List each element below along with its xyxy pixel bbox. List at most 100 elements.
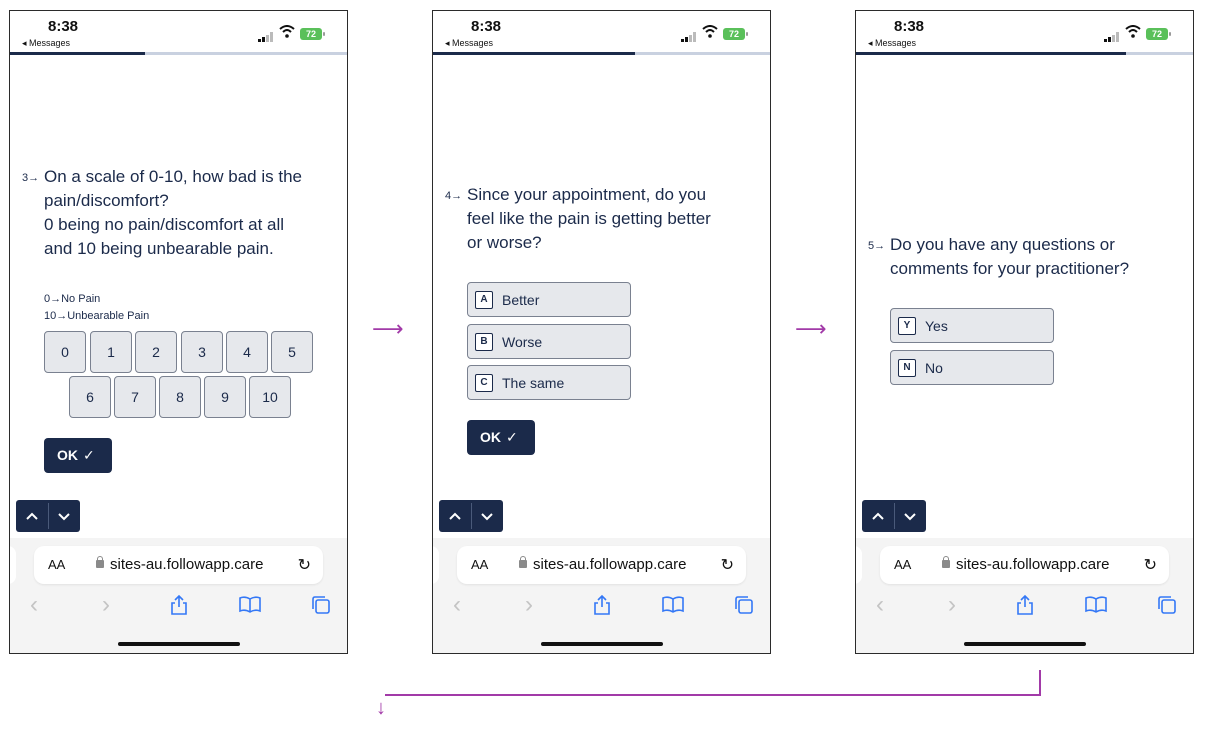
back-icon[interactable]: ‹ (453, 591, 461, 618)
phone-screen-question-3: 8:38 ◂ Messages 72 3→ On a scale of 0-10… (9, 10, 348, 654)
back-to-messages-link[interactable]: ◂ Messages (22, 38, 71, 48)
phone-screen-question-4: 8:38 ◂ Messages 72 4→ Since your appoint… (432, 10, 771, 654)
question-nav (439, 500, 503, 532)
choice-option-better[interactable]: A Better (467, 282, 631, 317)
choice-label: Better (502, 292, 540, 308)
question-nav (16, 500, 80, 532)
ok-button[interactable]: OK✓ (467, 420, 535, 455)
chevron-up-icon[interactable] (862, 500, 894, 532)
progress-fill (856, 52, 1126, 55)
chevron-up-icon[interactable] (16, 500, 48, 532)
legend-min: 0→No Pain (44, 293, 101, 305)
bookmarks-icon[interactable] (661, 594, 685, 614)
bookmarks-icon[interactable] (1084, 594, 1108, 614)
previous-tab-edge[interactable] (433, 546, 439, 584)
scale-option-4[interactable]: 4 (226, 331, 268, 373)
scale-option-5[interactable]: 5 (271, 331, 313, 373)
reader-aa-button[interactable]: AA (471, 557, 489, 572)
tabs-icon[interactable] (733, 594, 755, 616)
progress-bar (10, 52, 347, 55)
question-number: 4→ (445, 190, 463, 202)
status-bar: 8:38 ◂ Messages 72 (433, 11, 770, 52)
chevron-up-icon[interactable] (439, 500, 471, 532)
progress-bar (433, 52, 770, 55)
share-icon[interactable] (1015, 594, 1035, 616)
choice-key: A (475, 291, 493, 309)
flow-arrow-down-icon: ↓ (376, 697, 386, 719)
reload-icon[interactable]: ↻ (297, 557, 311, 574)
scale-option-6[interactable]: 6 (69, 376, 111, 418)
chevron-down-icon[interactable] (48, 500, 80, 532)
scale-option-0[interactable]: 0 (44, 331, 86, 373)
choice-key: Y (898, 317, 916, 335)
choice-label: No (925, 360, 943, 376)
forward-icon[interactable]: › (102, 591, 110, 618)
scale-option-3[interactable]: 3 (181, 331, 223, 373)
address-bar[interactable]: AA sites-au.followapp.care ↻ (34, 546, 323, 584)
safari-bottom-bar: AA sites-au.followapp.care ↻ ‹ › (856, 538, 1193, 653)
back-to-messages-link[interactable]: ◂ Messages (868, 38, 917, 48)
scale-option-10[interactable]: 10 (249, 376, 291, 418)
share-icon[interactable] (592, 594, 612, 616)
question-number: 3→ (22, 172, 40, 184)
tabs-icon[interactable] (1156, 594, 1178, 616)
share-icon[interactable] (169, 594, 189, 616)
reader-aa-button[interactable]: AA (48, 557, 66, 572)
previous-tab-edge[interactable] (10, 546, 16, 584)
battery-icon: 72 (723, 28, 748, 40)
bookmarks-icon[interactable] (238, 594, 262, 614)
choice-option-yes[interactable]: Y Yes (890, 308, 1054, 343)
safari-bottom-bar: AA sites-au.followapp.care ↻ ‹ › (433, 538, 770, 653)
back-icon[interactable]: ‹ (876, 591, 884, 618)
choice-label: The same (502, 375, 565, 391)
flow-connector-line (385, 694, 1041, 696)
forward-icon[interactable]: › (525, 591, 533, 618)
choice-option-worse[interactable]: B Worse (467, 324, 631, 359)
chevron-down-icon[interactable] (894, 500, 926, 532)
legend-max: 10→Unbearable Pain (44, 310, 150, 322)
nav-divider (894, 503, 895, 529)
scale-option-1[interactable]: 1 (90, 331, 132, 373)
tabs-icon[interactable] (310, 594, 332, 616)
wifi-icon (279, 25, 295, 38)
status-time: 8:38 (48, 18, 79, 35)
choice-label: Yes (925, 318, 948, 334)
previous-tab-edge[interactable] (856, 546, 862, 584)
reload-icon[interactable]: ↻ (1143, 557, 1157, 574)
question-line: 0 being no pain/discomfort at all (44, 215, 285, 234)
scale-option-2[interactable]: 2 (135, 331, 177, 373)
progress-bar (856, 52, 1193, 55)
question-line: or worse? (467, 233, 542, 252)
lock-icon (519, 556, 527, 568)
home-indicator (964, 642, 1086, 646)
question-line: On a scale of 0-10, how bad is the (44, 167, 302, 186)
choice-label: Worse (502, 334, 543, 350)
status-time: 8:38 (894, 18, 925, 35)
reload-icon[interactable]: ↻ (720, 557, 734, 574)
question-line: comments for your practitioner? (890, 259, 1130, 278)
progress-fill (10, 52, 145, 55)
wifi-icon (1125, 25, 1141, 38)
back-icon[interactable]: ‹ (30, 591, 38, 618)
forward-icon[interactable]: › (948, 591, 956, 618)
address-bar[interactable]: AA sites-au.followapp.care ↻ (457, 546, 746, 584)
url-text: sites-au.followapp.care (956, 556, 1110, 573)
nav-divider (48, 503, 49, 529)
home-indicator (541, 642, 663, 646)
signal-icon (681, 32, 697, 42)
battery-icon: 72 (300, 28, 325, 40)
status-time: 8:38 (471, 18, 502, 35)
back-to-messages-link[interactable]: ◂ Messages (445, 38, 494, 48)
question-nav (862, 500, 926, 532)
question-line: Since your appointment, do you (467, 185, 707, 204)
choice-option-no[interactable]: N No (890, 350, 1054, 385)
reader-aa-button[interactable]: AA (894, 557, 912, 572)
scale-option-8[interactable]: 8 (159, 376, 201, 418)
choice-option-the-same[interactable]: C The same (467, 365, 631, 400)
safari-bottom-bar: AA sites-au.followapp.care ↻ ‹ › (10, 538, 347, 653)
chevron-down-icon[interactable] (471, 500, 503, 532)
address-bar[interactable]: AA sites-au.followapp.care ↻ (880, 546, 1169, 584)
ok-button[interactable]: OK✓ (44, 438, 112, 473)
scale-option-9[interactable]: 9 (204, 376, 246, 418)
scale-option-7[interactable]: 7 (114, 376, 156, 418)
